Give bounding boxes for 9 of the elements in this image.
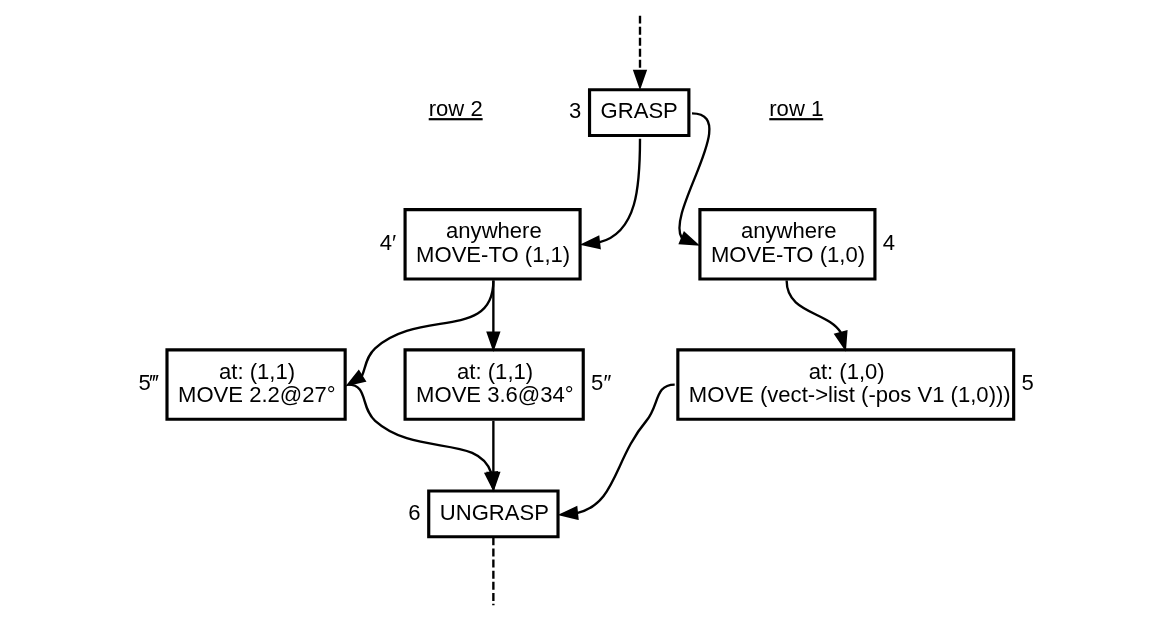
node-label: 5″ xyxy=(590,370,611,396)
node-label: 5 xyxy=(1021,370,1034,396)
label: row 2 xyxy=(428,96,483,122)
node-label: 4 xyxy=(882,230,895,256)
node-label: 6 xyxy=(407,499,421,525)
label: row 1 xyxy=(768,96,823,122)
node-label: 5‴ xyxy=(138,370,159,396)
node-label: 3 xyxy=(568,98,581,124)
node-label: 4′ xyxy=(379,230,396,256)
